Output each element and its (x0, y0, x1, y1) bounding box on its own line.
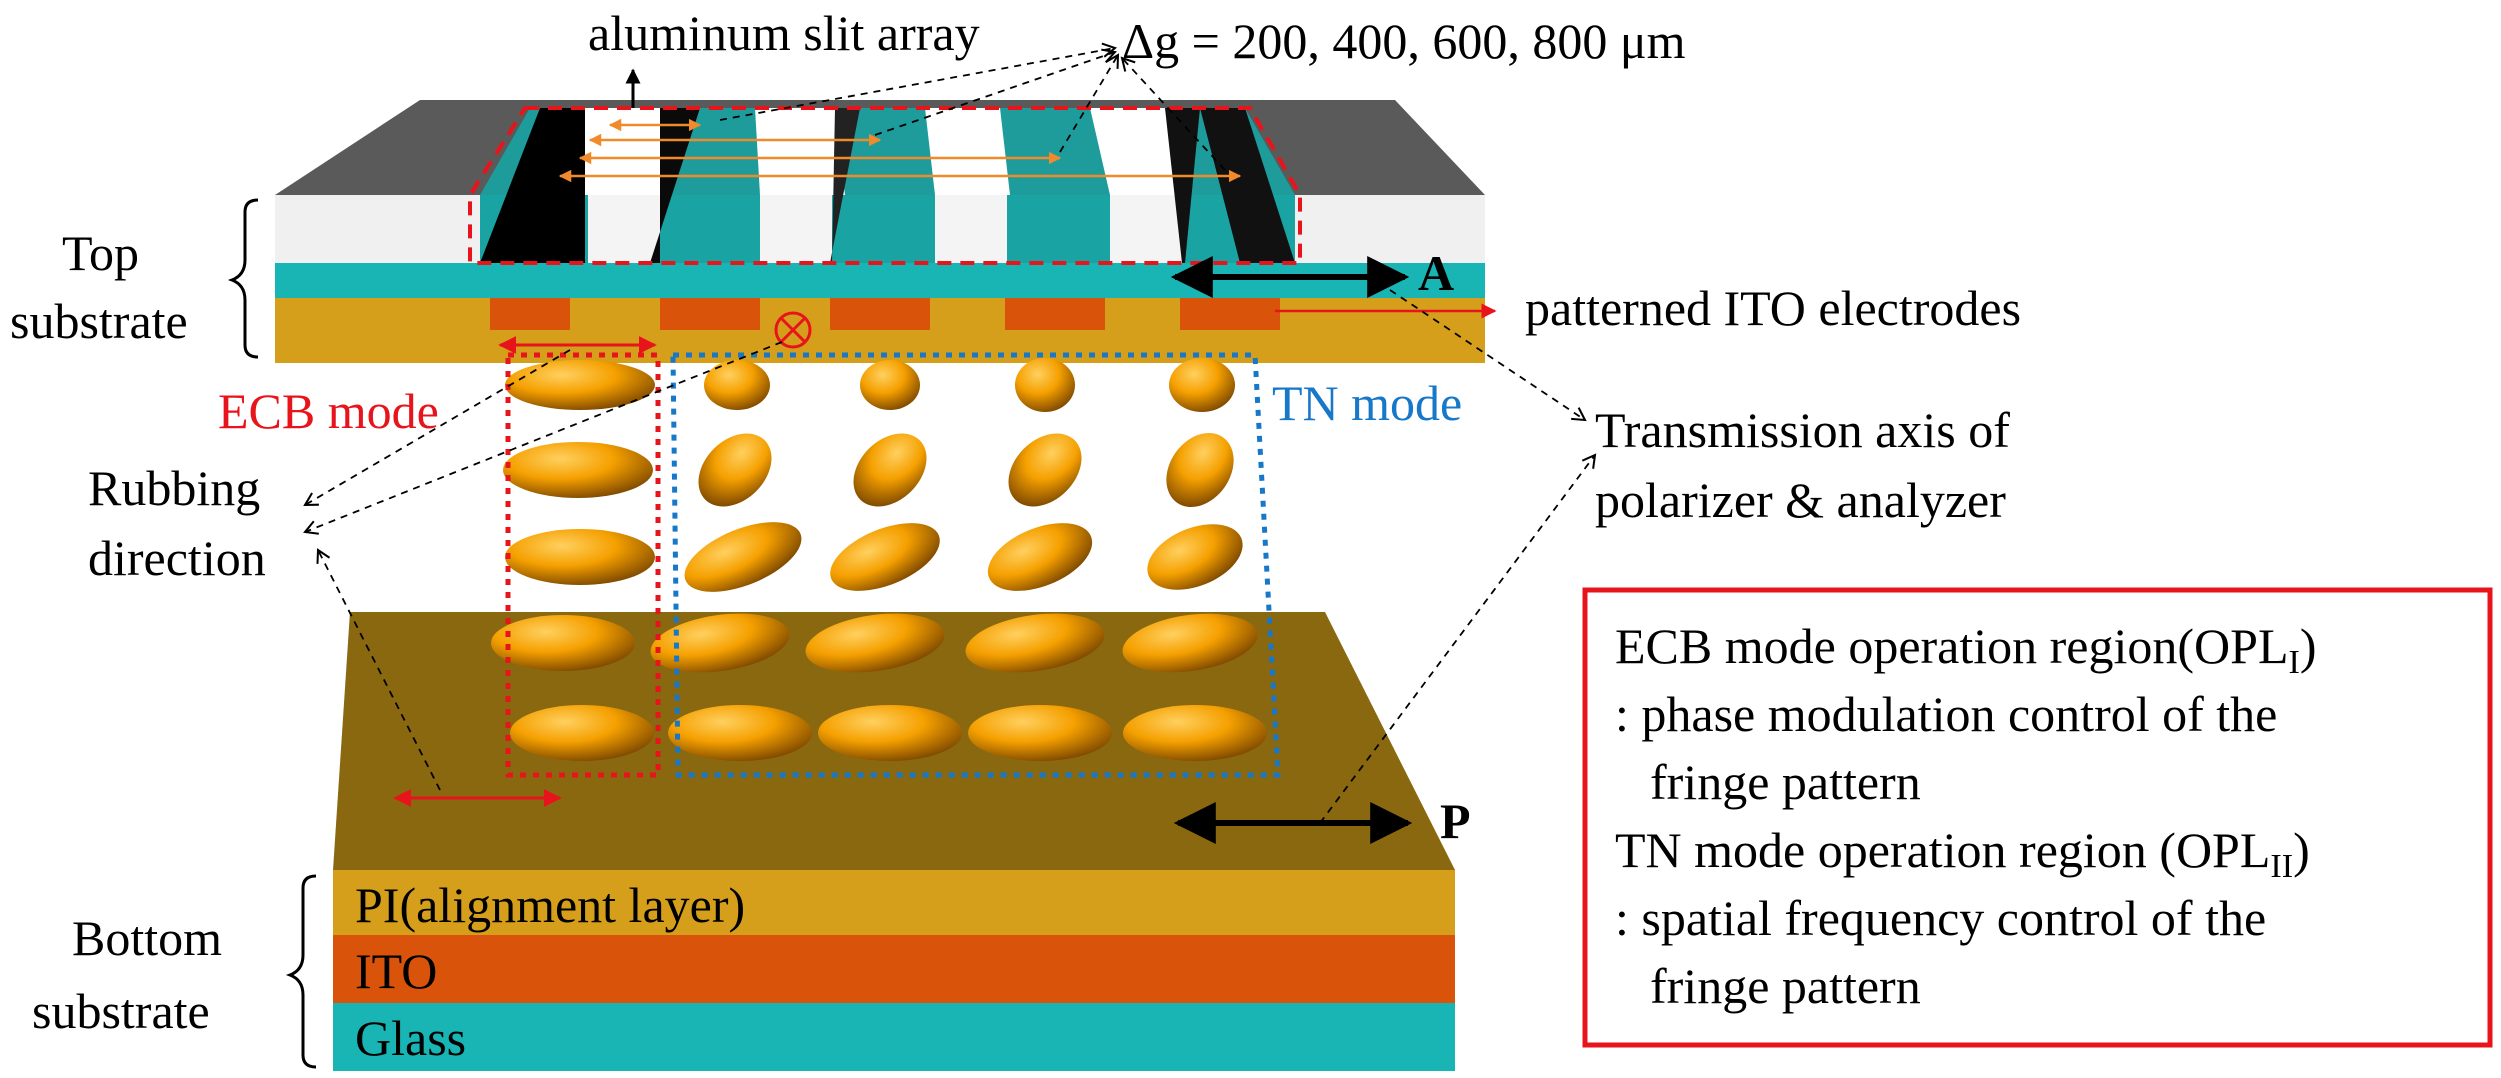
lc-molecule (505, 529, 655, 585)
transmission-pointer-1 (1389, 289, 1587, 422)
otimes-icon (774, 311, 812, 349)
lc-molecule (805, 613, 945, 673)
lc-molecule (965, 613, 1105, 673)
lc-molecule (860, 360, 920, 410)
layer-ito-rect (333, 935, 1455, 1003)
lc-molecule (684, 522, 802, 592)
info-line-2: : phase modulation control of the (1615, 686, 2277, 742)
top-substrate (275, 100, 1485, 363)
lc-molecule (853, 433, 927, 507)
layer-glass-label: Glass (355, 1010, 466, 1066)
lc-molecule (650, 613, 790, 673)
lc-molecule (1015, 358, 1075, 412)
lc-molecule (1147, 524, 1243, 590)
info-line-6: fringe pattern (1650, 958, 1921, 1014)
top-substrate-label-2: substrate (10, 293, 188, 349)
tn-mode-label: TN mode (1272, 375, 1462, 431)
lc-molecule (503, 442, 653, 498)
top-teal-layer (275, 263, 1485, 298)
lc-molecule (1123, 705, 1267, 761)
bottom-substrate (333, 612, 1455, 1071)
bottom-substrate-label-2: substrate (32, 983, 210, 1039)
top-substrate-bracket (227, 198, 259, 359)
lc-molecule (704, 360, 770, 410)
lc-molecule (668, 705, 812, 761)
lc-molecule (505, 360, 655, 410)
delta-g-pointer-1 (719, 42, 1118, 121)
layer-pi-rect (333, 870, 1455, 935)
lc-molecules (491, 358, 1267, 761)
rubbing-pointer-3 (316, 548, 441, 791)
transmission-pointer-2 (1319, 453, 1597, 824)
patterned-ito-label: patterned ITO electrodes (1525, 280, 2021, 336)
transmission-label-1: Transmission axis of (1595, 402, 2010, 458)
analyzer-label: A (1418, 245, 1454, 301)
lc-molecule (818, 705, 962, 761)
lc-molecule (968, 705, 1112, 761)
lc-molecule (987, 523, 1093, 591)
delta-g-label: Δg = 200, 400, 600, 800 μm (1122, 13, 1686, 69)
lc-molecule (830, 523, 940, 591)
lc-molecule (1166, 432, 1234, 508)
polarizer-label: P (1440, 793, 1471, 849)
slit-array-label: aluminum slit array (588, 5, 980, 61)
info-line-1: ECB mode operation region(OPLI) (1615, 618, 2316, 681)
bottom-substrate-label-1: Bottom (72, 910, 222, 966)
rubbing-label-2: direction (88, 530, 266, 586)
info-line-3: fringe pattern (1650, 754, 1921, 810)
tn-region-outline (670, 352, 1281, 778)
lc-molecule (491, 615, 635, 671)
lc-molecule (510, 705, 654, 761)
ecb-mode-label: ECB mode (218, 383, 439, 439)
lc-molecule (1122, 613, 1258, 673)
transmission-label-2: polarizer & analyzer (1595, 472, 2006, 528)
lc-molecule (1169, 358, 1235, 412)
delta-g-pointer-2 (874, 48, 1117, 136)
patterned-ito-electrodes (490, 298, 1280, 330)
top-substrate-label-1: Top (62, 225, 139, 281)
rubbing-label-1: Rubbing (88, 460, 260, 516)
layer-pi-label: PI(alignment layer) (355, 877, 745, 933)
layer-glass-rect (333, 1003, 1455, 1071)
aluminum-slit-array (468, 106, 1302, 265)
operation-region-info-box: ECB mode operation region(OPLI) : phase … (1582, 587, 2493, 1048)
bottom-substrate-bracket (285, 874, 317, 1069)
lc-molecule (1008, 433, 1082, 507)
lc-molecule (698, 433, 772, 507)
delta-g-pointer-3 (1059, 53, 1120, 153)
layer-ito-label: ITO (355, 943, 437, 999)
info-line-4: TN mode operation region (OPLII) (1615, 822, 2310, 885)
info-line-5: : spatial frequency control of the (1615, 890, 2266, 946)
